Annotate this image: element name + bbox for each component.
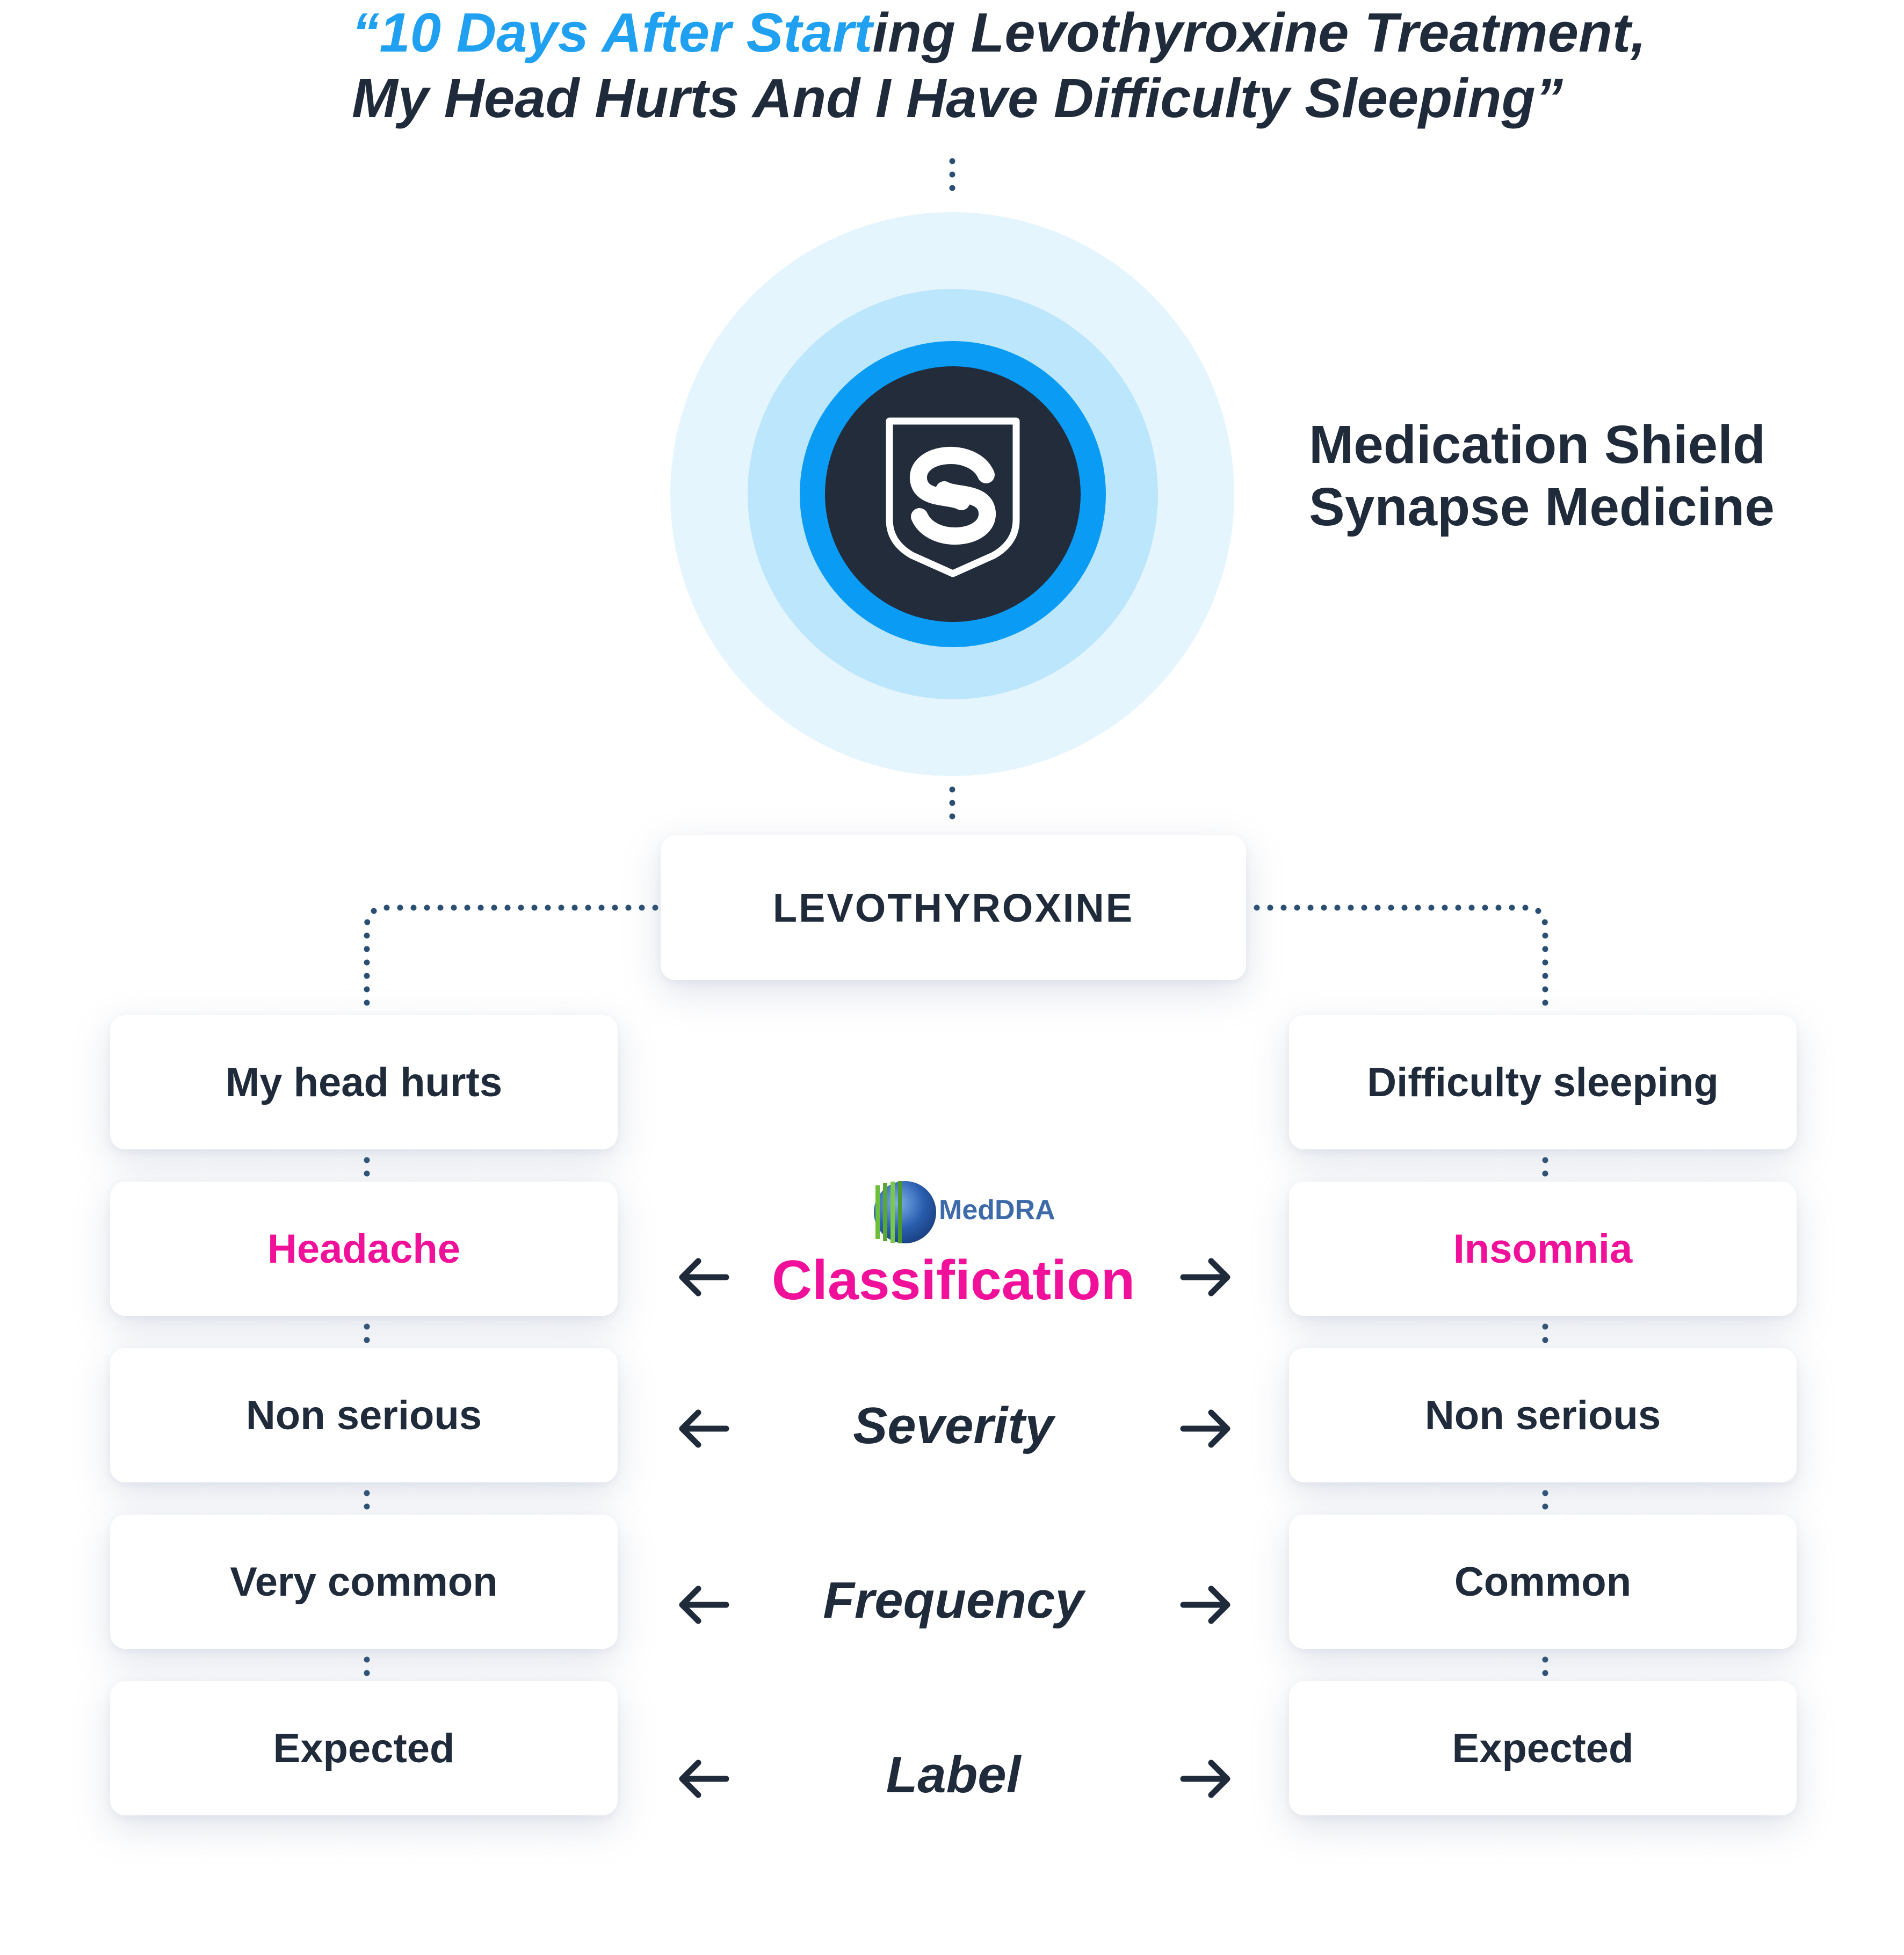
- brand-line-1: Medication Shield: [1309, 415, 1766, 475]
- arrow-right-icon: [1180, 1760, 1230, 1798]
- right-symptom-card: Difficulty sleeping: [1289, 1015, 1797, 1149]
- shield-s-icon: [886, 417, 1020, 577]
- drug-card: LEVOTHYROXINE: [661, 835, 1246, 980]
- criterion-classification: Classification: [771, 1249, 1135, 1312]
- left-severity-card: Non serious: [110, 1348, 618, 1482]
- quote-accent: “10 Days After Start: [352, 2, 873, 63]
- brand-name: Medication Shield Synapse Medicine: [1309, 414, 1775, 538]
- right-classification-card: Insomnia: [1289, 1182, 1797, 1316]
- arrow-left-icon: [679, 1258, 729, 1297]
- connector-drug-to-right: [1254, 904, 1548, 1008]
- connector-drug-to-left: [364, 904, 658, 1008]
- arrow-right-icon: [1180, 1409, 1230, 1448]
- right-label-card: Expected: [1289, 1681, 1797, 1815]
- criterion-label: Label: [886, 1746, 1021, 1804]
- quote-line-2: My Head Hurts And I Have Difficulty Slee…: [352, 67, 1563, 129]
- arrow-left-icon: [679, 1760, 729, 1798]
- right-frequency-card: Common: [1289, 1515, 1797, 1649]
- quote-title: “10 Days After Starting Levothyroxine Tr…: [352, 0, 1646, 131]
- quote-line-1: “10 Days After Starting Levothyroxine Tr…: [352, 0, 1646, 66]
- criterion-severity: Severity: [853, 1397, 1054, 1454]
- left-symptom-card: My head hurts: [110, 1015, 618, 1149]
- criterion-frequency: Frequency: [823, 1572, 1084, 1629]
- arrow-left-icon: [679, 1585, 729, 1624]
- brand-line-2: Synapse Medicine: [1309, 477, 1775, 537]
- quote-line-1-rest: ing Levothyroxine Treatment,: [872, 2, 1646, 63]
- arrow-right-icon: [1180, 1258, 1230, 1297]
- left-label-card: Expected: [110, 1681, 618, 1815]
- arrow-left-icon: [679, 1409, 729, 1448]
- left-frequency-card: Very common: [110, 1515, 618, 1649]
- left-classification-card: Headache: [110, 1182, 618, 1316]
- right-severity-card: Non serious: [1289, 1348, 1797, 1482]
- meddra-logo-text: MedDRA: [939, 1194, 1055, 1226]
- meddra-logo-icon: [874, 1181, 936, 1243]
- arrow-right-icon: [1180, 1585, 1230, 1624]
